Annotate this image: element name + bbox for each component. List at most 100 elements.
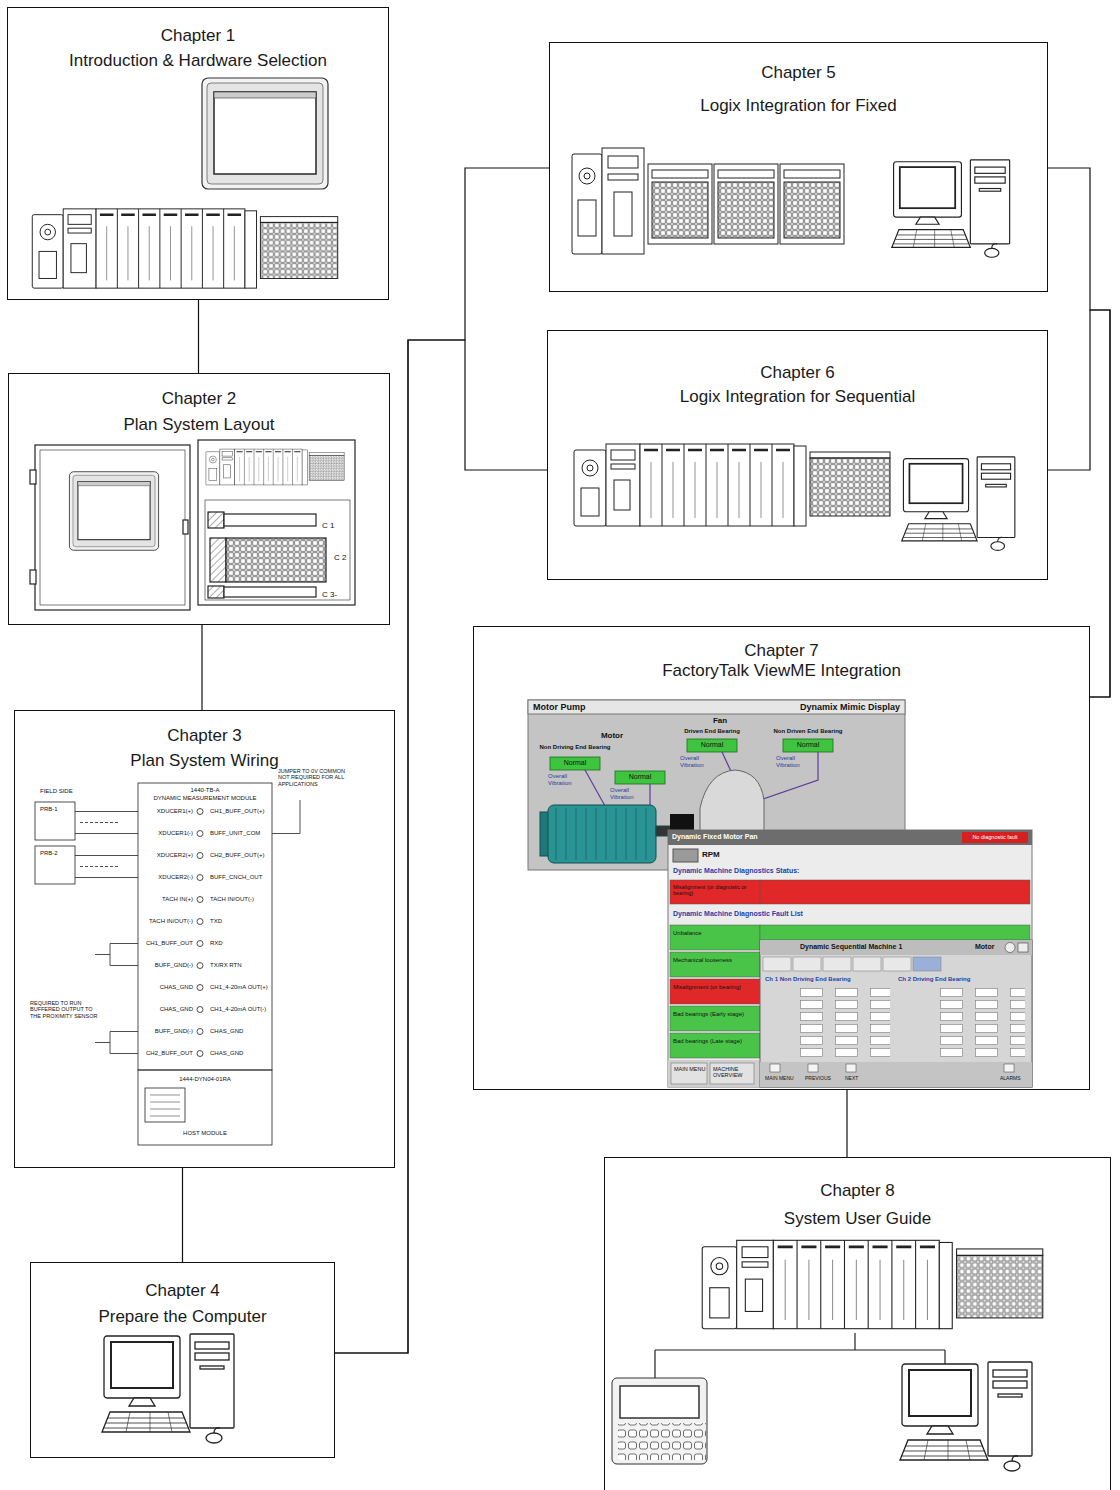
- annotation-label: Normal: [701, 741, 724, 749]
- annotation-label: BUFF_UNIT_COM: [210, 830, 260, 837]
- chapter-title: Chapter 1: [8, 24, 388, 48]
- chapter-box: Chapter 8System User Guide: [604, 1157, 1111, 1490]
- chapter-title: Logix Integration for Fixed: [550, 94, 1047, 118]
- annotation-label: XDUCER2(+): [157, 852, 193, 859]
- annotation-label: Misalignment (or bearing): [673, 984, 757, 991]
- annotation-label: Dynamic Machine Diagnostics Status:: [673, 867, 799, 875]
- annotation-label: XDUCER1(-): [158, 830, 193, 837]
- annotation-label: CH2_BUFF_OUT: [146, 1050, 193, 1057]
- annotation-label: 1444-DYN04-01RA: [179, 1076, 231, 1083]
- annotation-label: CH1_BUFF_OUT(+): [210, 808, 265, 815]
- annotation-label: Overall Vibration: [610, 787, 638, 801]
- annotation-label: HOST MODULE: [183, 1130, 227, 1137]
- annotation-label: MAIN MENU: [765, 1076, 794, 1082]
- annotation-label: PREVIOUS: [805, 1076, 831, 1082]
- annotation-label: JUMPER TO 0V COMMON NOT REQUIRED FOR ALL…: [278, 768, 350, 787]
- annotation-label: MACHINE OVERVIEW: [713, 1066, 753, 1079]
- annotation-label: Bad bearings (Late stage): [673, 1038, 757, 1045]
- annotation-label: PRB-2: [40, 850, 58, 857]
- connector-line: [198, 300, 199, 373]
- annotation-label: Dynamic Fixed Motor Pan: [672, 833, 758, 841]
- connector-line: [201, 625, 202, 710]
- chapter-title: Chapter 4: [31, 1279, 334, 1303]
- chapter-title: Plan System Layout: [9, 413, 389, 437]
- annotation-label: Motor Pump: [533, 702, 586, 712]
- connector-line: [182, 1168, 183, 1262]
- chapter-title: Chapter 2: [9, 387, 389, 411]
- chapter-title: System User Guide: [605, 1207, 1110, 1231]
- annotation-label: REQUIRED TO RUN BUFFERED OUTPUT TO THE P…: [30, 1000, 100, 1019]
- connector-line: [1048, 168, 1110, 697]
- chapter-box: Chapter 2Plan System Layout: [8, 373, 390, 625]
- chapter-title: Chapter 7: [474, 639, 1089, 663]
- annotation-label: DYNAMIC MEASUREMENT MODULE: [153, 795, 256, 802]
- annotation-label: CHAS_GND: [160, 984, 193, 991]
- annotation-label: Non Driven End Bearing: [773, 728, 842, 735]
- chapter-title: Introduction & Hardware Selection: [8, 49, 388, 73]
- annotation-label: Normal: [797, 741, 820, 749]
- annotation-label: XDUCER1(+): [157, 808, 193, 815]
- chapter-title: Logix Integration for Sequential: [548, 385, 1047, 409]
- annotation-label: TX/RX RTN: [210, 962, 242, 969]
- annotation-label: No diagnostic fault: [972, 834, 1017, 840]
- annotation-label: Overall Vibration: [680, 755, 708, 769]
- chapter-title: FactoryTalk ViewME Integration: [474, 659, 1089, 683]
- annotation-label: Overall Vibration: [776, 755, 804, 769]
- chapter-box: Chapter 7FactoryTalk ViewME Integration: [473, 626, 1090, 1090]
- annotation-label: Driven End Bearing: [684, 728, 740, 735]
- annotation-label: Dynamic Machine Diagnostic Fault List: [673, 910, 803, 918]
- annotation-label: CH1_4-20mA OUT(-): [210, 1006, 266, 1013]
- annotation-label: RXD: [210, 940, 223, 947]
- annotation-label: C 3-: [322, 590, 337, 599]
- annotation-label: MAIN MENU: [674, 1066, 706, 1072]
- annotation-label: BUFF_GND(-): [155, 962, 193, 969]
- annotation-label: Unbalance: [673, 930, 757, 937]
- annotation-label: BUFF_GND(-): [155, 1028, 193, 1035]
- annotation-label: Fan: [713, 716, 727, 725]
- annotation-label: Mechanical looseness: [673, 957, 757, 964]
- connector-line: [846, 1090, 847, 1157]
- annotation-label: Ch 1 Non Driving End Bearing: [765, 976, 851, 983]
- annotation-label: CH1_4-20mA OUT(+): [210, 984, 268, 991]
- annotation-label: Bad bearings (Early stage): [673, 1011, 757, 1018]
- annotation-label: BUFF_CNCH_OUT: [210, 874, 262, 881]
- annotation-label: Ch 2 Driving End Bearing: [898, 976, 970, 983]
- annotation-label: XDUCER2(-): [158, 874, 193, 881]
- chapter-box: Chapter 1Introduction & Hardware Selecti…: [7, 7, 389, 300]
- annotation-label: ALARMS: [1000, 1076, 1021, 1082]
- annotation-label: TACH IN/OUT(-): [210, 896, 254, 903]
- annotation-label: RPM: [702, 850, 720, 859]
- annotation-label: TACH IN/OUT(-): [149, 918, 193, 925]
- annotation-label: Dynamic Sequential Machine 1: [800, 943, 902, 951]
- annotation-label: CH2_BUFF_OUT(+): [210, 852, 265, 859]
- annotation-label: Non Driving End Bearing: [539, 744, 610, 751]
- chapter-title: Chapter 5: [550, 61, 1047, 85]
- annotation-label: CHAS_GND: [210, 1028, 243, 1035]
- annotation-label: C 1: [322, 521, 334, 530]
- chapter-box: Chapter 4Prepare the Computer: [30, 1262, 335, 1458]
- annotation-label: NEXT: [845, 1076, 858, 1082]
- annotation-label: Misalignment (or diagnostic or bearing): [673, 884, 757, 897]
- annotation-label: C 2: [334, 553, 346, 562]
- annotation-label: Normal: [564, 759, 587, 767]
- annotation-label: 1440-TB-A: [190, 787, 219, 794]
- chapter-title: Prepare the Computer: [31, 1305, 334, 1329]
- annotation-label: Motor: [601, 731, 623, 740]
- connector-line: [335, 340, 547, 1353]
- annotation-label: FIELD SIDE: [40, 788, 73, 795]
- annotation-label: Dynamix Mimic Display: [800, 702, 900, 712]
- annotation-label: Overall Vibration: [548, 773, 576, 787]
- connector-line: [335, 168, 549, 1353]
- annotation-label: CH1_BUFF_OUT: [146, 940, 193, 947]
- annotation-label: CHAS_GND: [210, 1050, 243, 1057]
- annotation-label: PRB-1: [40, 806, 58, 813]
- annotation-label: CHAS_GND: [160, 1006, 193, 1013]
- chapter-title: Chapter 3: [15, 724, 394, 748]
- annotation-label: TACH IN(+): [162, 896, 193, 903]
- chapter-box: Chapter 5 Logix Integration for Fixed: [549, 42, 1048, 292]
- annotation-label: Motor: [975, 943, 994, 951]
- chapter-title: Chapter 6: [548, 361, 1047, 385]
- annotation-label: TXD: [210, 918, 222, 925]
- chapter-box: Chapter 6Logix Integration for Sequentia…: [547, 330, 1048, 580]
